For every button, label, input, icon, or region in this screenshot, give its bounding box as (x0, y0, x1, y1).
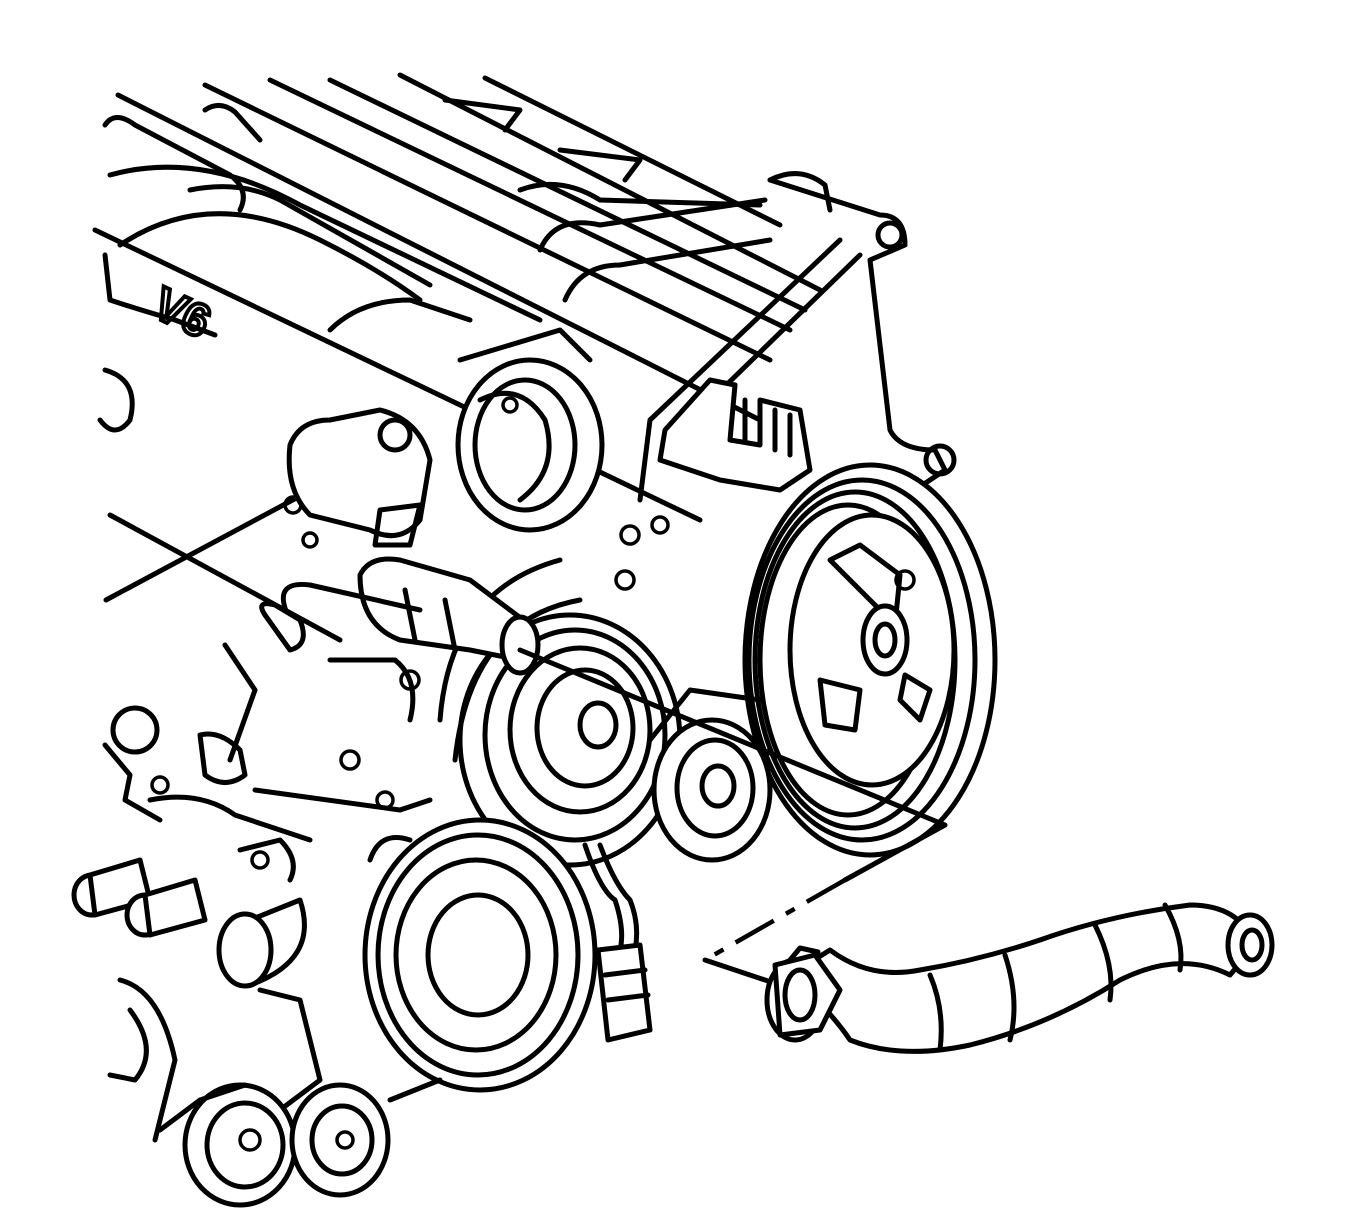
front-cover (102, 581, 433, 843)
intake-manifold (92, 72, 833, 643)
power-steering-pulley (742, 462, 998, 858)
idler-pulley (647, 687, 773, 863)
coolant-outlet-pipe (357, 556, 541, 676)
hose-clamp[interactable] (764, 945, 843, 1043)
accessory-bracket (614, 177, 957, 591)
leader-line (517, 647, 948, 988)
sensor-connector (582, 842, 653, 1043)
throttle-body (283, 297, 605, 549)
crankshaft-pulley (362, 817, 598, 1093)
coolant-hose[interactable] (787, 902, 1275, 1054)
lower-pulleys (157, 1077, 443, 1208)
heater-hose-fittings (71, 837, 323, 1143)
engine-badge-text: V6 (146, 277, 219, 348)
